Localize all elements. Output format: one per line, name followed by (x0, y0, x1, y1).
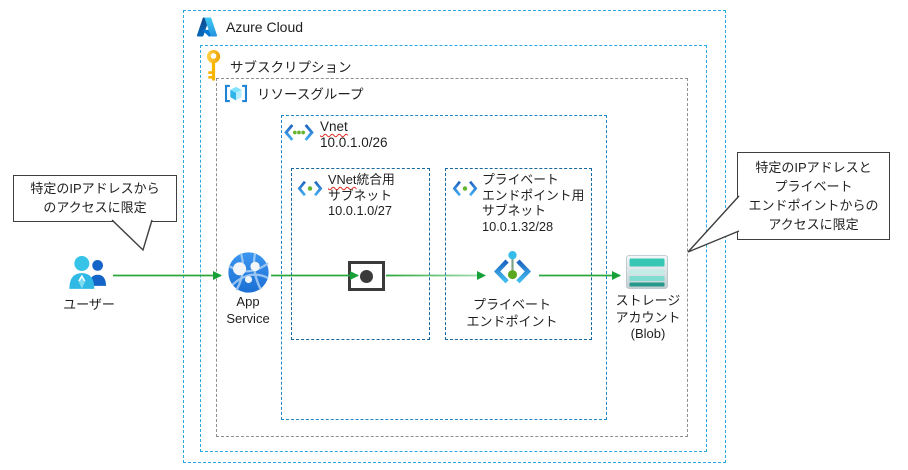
pe-subnet-name3: サブネット (482, 203, 546, 218)
right-callout-line2: プライベート (774, 179, 853, 194)
integration-subnet-name: VNet統合用 (328, 172, 395, 187)
subnet-icon (297, 180, 323, 197)
key-icon (205, 49, 222, 83)
subnet-icon (452, 180, 478, 197)
vnet-cidr: 10.0.1.0/26 (320, 135, 388, 150)
storage-label-2: アカウント (615, 309, 681, 325)
pe-subnet-name2: エンドポイント用 (482, 187, 585, 203)
app-service-label-1: App (236, 294, 260, 309)
right-callout-line4: アクセスに限定 (768, 217, 859, 232)
storage-account-icon (625, 252, 669, 292)
vnet-boundary (281, 115, 607, 420)
resource-group-label: リソースグループ (257, 87, 364, 102)
storage-label-3: (Blob) (630, 326, 666, 341)
private-endpoint-icon (489, 247, 536, 295)
resource-group-icon (223, 84, 249, 103)
private-endpoint-label-1: プライベート (472, 297, 552, 312)
resource-group-boundary (216, 78, 688, 437)
users-label: ユーザー (63, 297, 115, 312)
subscription-label: サブスクリプション (230, 60, 352, 75)
storage-label-1: ストレージ (615, 293, 681, 308)
vnet-label: Vnet (320, 119, 348, 134)
pe-subnet-cidr: 10.0.1.32/28 (482, 218, 554, 234)
right-callout-line1: 特定のIPアドレスと (755, 160, 872, 175)
integration-subnet-boundary (291, 168, 430, 340)
left-callout: 特定のIPアドレスから のアクセスに限定 (13, 175, 177, 222)
users-icon (66, 252, 112, 298)
private-endpoint-label-2: エンドポイント (466, 313, 558, 329)
vnet-integration-icon (348, 261, 385, 291)
left-callout-line1: 特定のIPアドレスから (30, 181, 160, 196)
right-callout-line3: エンドポイントからの (748, 198, 879, 213)
right-callout: 特定のIPアドレスと プライベート エンドポイントからの アクセスに限定 (737, 152, 890, 240)
azure-logo-icon (196, 16, 218, 38)
vnet-icon (284, 123, 314, 142)
pe-subnet-name1: プライベート (482, 172, 559, 187)
app-service-icon (226, 250, 271, 295)
private-endpoint-subnet-boundary (445, 168, 592, 340)
app-service-label-2: Service (226, 310, 270, 326)
azure-cloud-label: Azure Cloud (226, 19, 304, 35)
integration-dot (360, 269, 373, 283)
integration-subnet-name2: サブネット (328, 187, 392, 203)
left-callout-tail (111, 219, 153, 252)
integration-subnet-cidr: 10.0.1.0/27 (328, 203, 393, 218)
left-callout-line2: のアクセスに限定 (43, 200, 147, 215)
